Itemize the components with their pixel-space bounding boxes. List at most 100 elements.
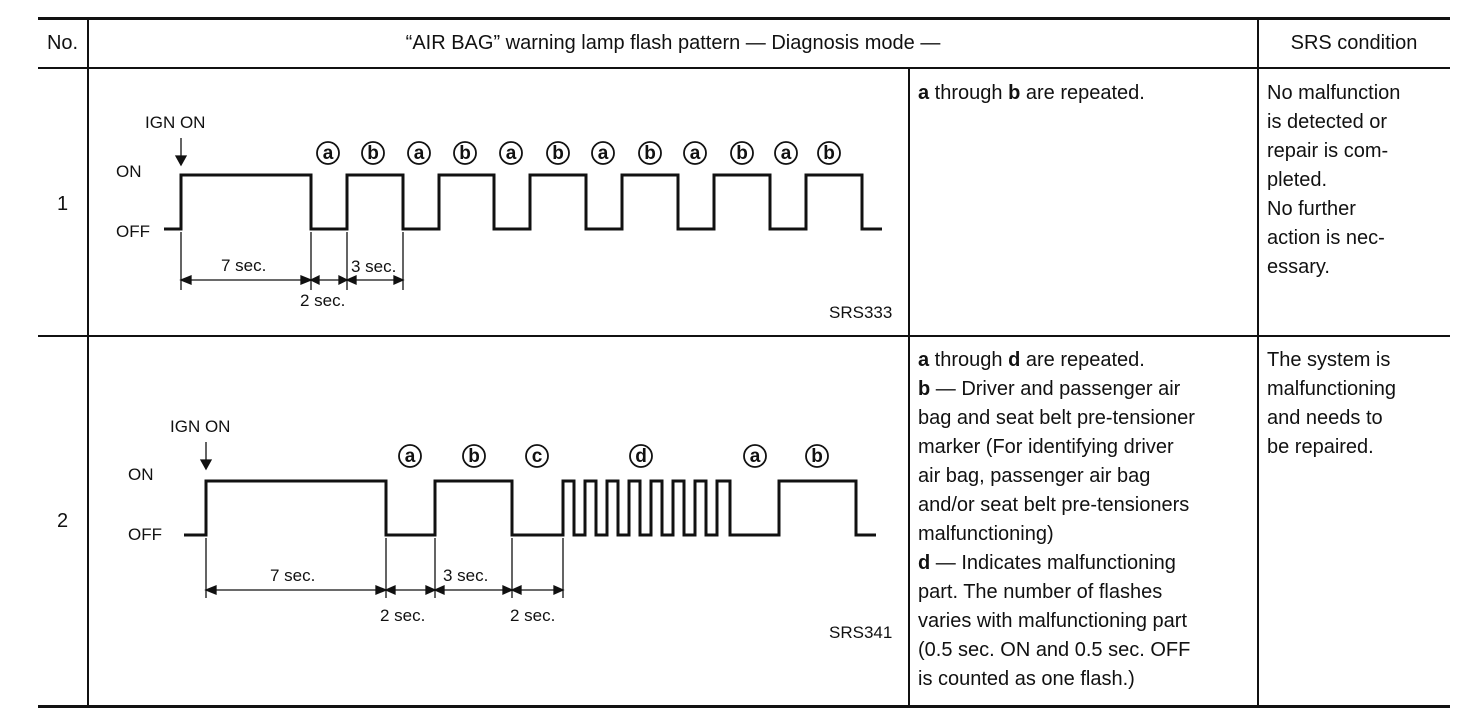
row-1-marker-a: a [781, 143, 792, 164]
row-2-description: a through d are repeated. b — Driver and… [918, 346, 1195, 694]
row-1-marker-circle-b [817, 141, 841, 165]
row-2-2sec-label-a: 2 sec. [380, 606, 425, 625]
row-2-desc-d-line-5: is counted as one flash.) [918, 668, 1135, 690]
row-1-condition-line: essary. [1267, 256, 1330, 278]
row-2-3sec-label: 3 sec. [443, 566, 488, 585]
row-1-marker-b: b [644, 143, 656, 164]
row-1-2sec-label: 2 sec. [300, 291, 345, 310]
row-2-number: 2 [56, 510, 69, 532]
row-2-desc-b-line-3: marker (For identifying driver [918, 436, 1174, 458]
row-2-on-label: ON [128, 465, 154, 484]
row-2-7sec-label: 7 sec. [270, 566, 315, 585]
row-1-figure-code: SRS333 [829, 303, 892, 322]
row-1-marker-a: a [690, 143, 701, 164]
row-2-ign-on-label: IGN ON [170, 417, 230, 436]
row-2-desc-b-line-4: air bag, passenger air bag [918, 465, 1151, 487]
row-1-waveform: IGN ON ON OFF 7 sec. 3 sec. 2 sec. SRS33… [116, 113, 892, 322]
row-1-desc-key-a: a [918, 82, 930, 104]
row-1-condition-line: repair is com- [1267, 140, 1389, 162]
row-1-marker-circle-a [591, 141, 615, 165]
row-2-marker-d: d [635, 446, 647, 467]
row-1-marker-circle-a [683, 141, 707, 165]
table-top-rule [38, 17, 1450, 20]
row-divider [38, 335, 1450, 337]
row-2-marker-circle-d [629, 444, 653, 468]
row-2-desc-b-line-1: — Driver and passenger air [930, 378, 1181, 400]
row-1-signal-line [164, 173, 882, 231]
row-1-marker-circle-b [638, 141, 662, 165]
row-2-marker-b: b [811, 446, 823, 467]
row-1-marker-circle-b [730, 141, 754, 165]
column-divider-1 [87, 18, 89, 707]
row-2-desc-d-line-4: (0.5 sec. ON and 0.5 sec. OFF [918, 639, 1191, 661]
row-2-marker-circle-b [462, 444, 486, 468]
row-1-condition-line: is detected or [1267, 111, 1388, 133]
row-1-marker-b: b [552, 143, 564, 164]
row-2-desc-d-line-2: part. The number of flashes [918, 581, 1163, 603]
row-2-srs-condition: The system is malfunctioning and needs t… [1267, 346, 1396, 462]
row-2-desc-b-line-6: malfunctioning) [918, 523, 1054, 545]
row-2-marker-c: c [532, 446, 543, 467]
row-2-marker-circle-b [805, 444, 829, 468]
row-1-desc-key-b: b [1008, 82, 1021, 104]
row-1-srs-condition: No malfunction is detected or repair is … [1267, 79, 1400, 282]
row-1-marker-a: a [506, 143, 517, 164]
row-2-marker-a: a [405, 446, 416, 467]
row-1-desc-through: through [929, 82, 1009, 104]
header-flash-pattern: “AIR BAG” warning lamp flash pattern — D… [405, 32, 941, 54]
table-bottom-rule [38, 705, 1450, 708]
row-1-number: 1 [56, 193, 69, 215]
column-divider-2 [1257, 18, 1259, 707]
row-1-marker-a: a [414, 143, 425, 164]
row-1-ign-on-label: IGN ON [145, 113, 205, 132]
row-2-desc-end: are repeated. [1020, 349, 1145, 371]
row-2-desc-b-line-2: bag and seat belt pre-tensioner [918, 407, 1195, 429]
row-2-condition-line: malfunctioning [1267, 378, 1396, 400]
row-2-desc-d-key: d [918, 552, 931, 574]
row-2-marker-b: b [468, 446, 480, 467]
header-bottom-rule [38, 67, 1450, 69]
row-1-desc-end: are repeated. [1020, 82, 1145, 104]
row-1-marker-b: b [736, 143, 748, 164]
row-1-marker-circle-a [774, 141, 798, 165]
row-1-marker-b: b [823, 143, 835, 164]
row-1-condition-line: action is nec- [1267, 227, 1385, 249]
row-1-marker-circle-a [316, 141, 340, 165]
row-1-description: a through b are repeated. [918, 79, 1145, 108]
header-no: No. [46, 32, 79, 54]
row-1-marker-circle-b [361, 141, 385, 165]
row-1-marker-circle-a [407, 141, 431, 165]
row-2-marker-circle-a [398, 444, 422, 468]
row-1-condition-line: No malfunction [1267, 82, 1401, 104]
row-2-waveform: IGN ON ON OFF 7 sec. 3 sec. 2 sec. 2 sec… [128, 417, 892, 642]
row-1-marker-circle-b [453, 141, 477, 165]
row-2-figure-code: SRS341 [829, 623, 892, 642]
row-1-marker-circle-b [546, 141, 570, 165]
row-1-marker-circle-a [499, 141, 523, 165]
row-1-condition-line: No further [1267, 198, 1356, 220]
row-1-marker-b: b [367, 143, 379, 164]
row-1-3sec-label: 3 sec. [351, 257, 396, 276]
row-2-desc-d-line-1: — Indicates malfunctioning [930, 552, 1176, 574]
column-divider-3 [908, 68, 910, 707]
row-2-condition-line: and needs to [1267, 407, 1383, 429]
row-2-off-label: OFF [128, 525, 162, 544]
row-1-off-label: OFF [116, 222, 150, 241]
row-2-signal-line [184, 479, 876, 537]
row-2-desc-d-line-3: varies with malfunctioning part [918, 610, 1188, 632]
row-2-marker-a: a [750, 446, 761, 467]
row-2-desc-b-key: b [918, 378, 931, 400]
row-2-desc-b-line-5: and/or seat belt pre-tensioners [918, 494, 1190, 516]
row-1-marker-a: a [323, 143, 334, 164]
header-srs-condition: SRS condition [1290, 32, 1418, 54]
row-1-condition-line: pleted. [1267, 169, 1328, 191]
row-2-desc-key-a: a [918, 349, 930, 371]
row-2-marker-circle-a [743, 444, 767, 468]
row-1-marker-a: a [598, 143, 609, 164]
row-1-7sec-label: 7 sec. [221, 256, 266, 275]
row-2-2sec-label-b: 2 sec. [510, 606, 555, 625]
row-2-desc-through: through [929, 349, 1009, 371]
row-2-marker-circle-c [525, 444, 549, 468]
